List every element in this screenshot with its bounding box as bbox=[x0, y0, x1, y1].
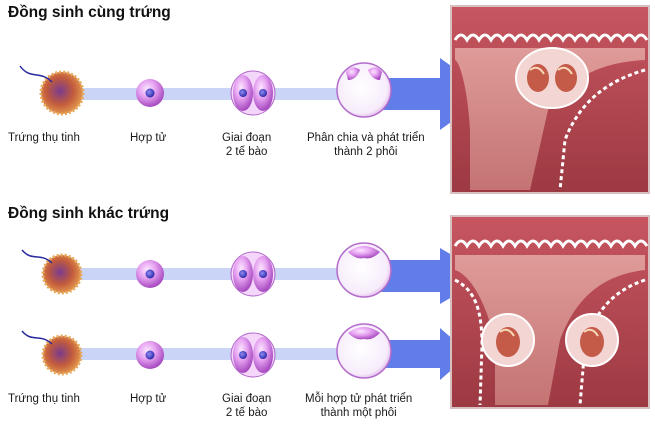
label-fertilized-egg: Trứng thụ tinh bbox=[8, 393, 80, 405]
blastocyst-split bbox=[336, 62, 392, 118]
zygote bbox=[136, 260, 164, 288]
label-line: Giai đoạn bbox=[222, 132, 272, 144]
label-fertilized-egg: Trứng thụ tinh bbox=[8, 132, 80, 144]
zygote bbox=[136, 341, 164, 369]
label-two-cell-stage: Giai đoạn 2 tế bào bbox=[222, 392, 271, 420]
zygote bbox=[136, 79, 164, 107]
label-zygote: Hợp tử bbox=[130, 132, 167, 144]
row-fraternal-2 bbox=[21, 323, 470, 380]
fertilized-egg bbox=[19, 65, 85, 116]
arrow bbox=[372, 328, 470, 380]
row-identical bbox=[19, 58, 490, 130]
label-line: Phân chia và phát triển bbox=[307, 132, 425, 144]
blastocyst bbox=[336, 242, 392, 298]
connector-band bbox=[72, 268, 372, 280]
label-line: thành 2 phôi bbox=[334, 146, 398, 158]
label-line: Mỗi hợp tử phát triển bbox=[305, 393, 413, 405]
label-split-two-embryos: Phân chia và phát triển thành 2 phôi bbox=[307, 131, 425, 159]
fertilized-egg bbox=[21, 330, 83, 376]
title-identical-twins: Đồng sinh cùng trứng bbox=[8, 4, 171, 21]
two-cell-stage bbox=[230, 70, 276, 116]
two-cell-stage bbox=[230, 332, 276, 378]
label-zygote: Hợp tử bbox=[130, 393, 167, 405]
uterus-fraternal-panel bbox=[450, 215, 650, 409]
title-fraternal-twins: Đồng sinh khác trứng bbox=[8, 205, 170, 222]
label-each-zygote-embryo: Mỗi hợp tử phát triển thành một phôi bbox=[305, 392, 412, 420]
row-fraternal-1 bbox=[21, 242, 488, 304]
label-two-cell-stage: Giai đoạn 2 tế bào bbox=[222, 131, 271, 159]
fertilized-egg bbox=[21, 249, 83, 295]
label-line: Giai đoạn bbox=[222, 393, 272, 405]
label-line: 2 tế bào bbox=[225, 407, 268, 419]
uterus-identical-panel bbox=[450, 5, 650, 194]
blastocyst bbox=[336, 323, 392, 379]
label-line: thành một phôi bbox=[320, 407, 397, 419]
connector-band bbox=[72, 88, 372, 100]
two-cell-stage bbox=[230, 251, 276, 297]
label-line: 2 tế bào bbox=[225, 146, 268, 158]
connector-band bbox=[72, 348, 372, 360]
